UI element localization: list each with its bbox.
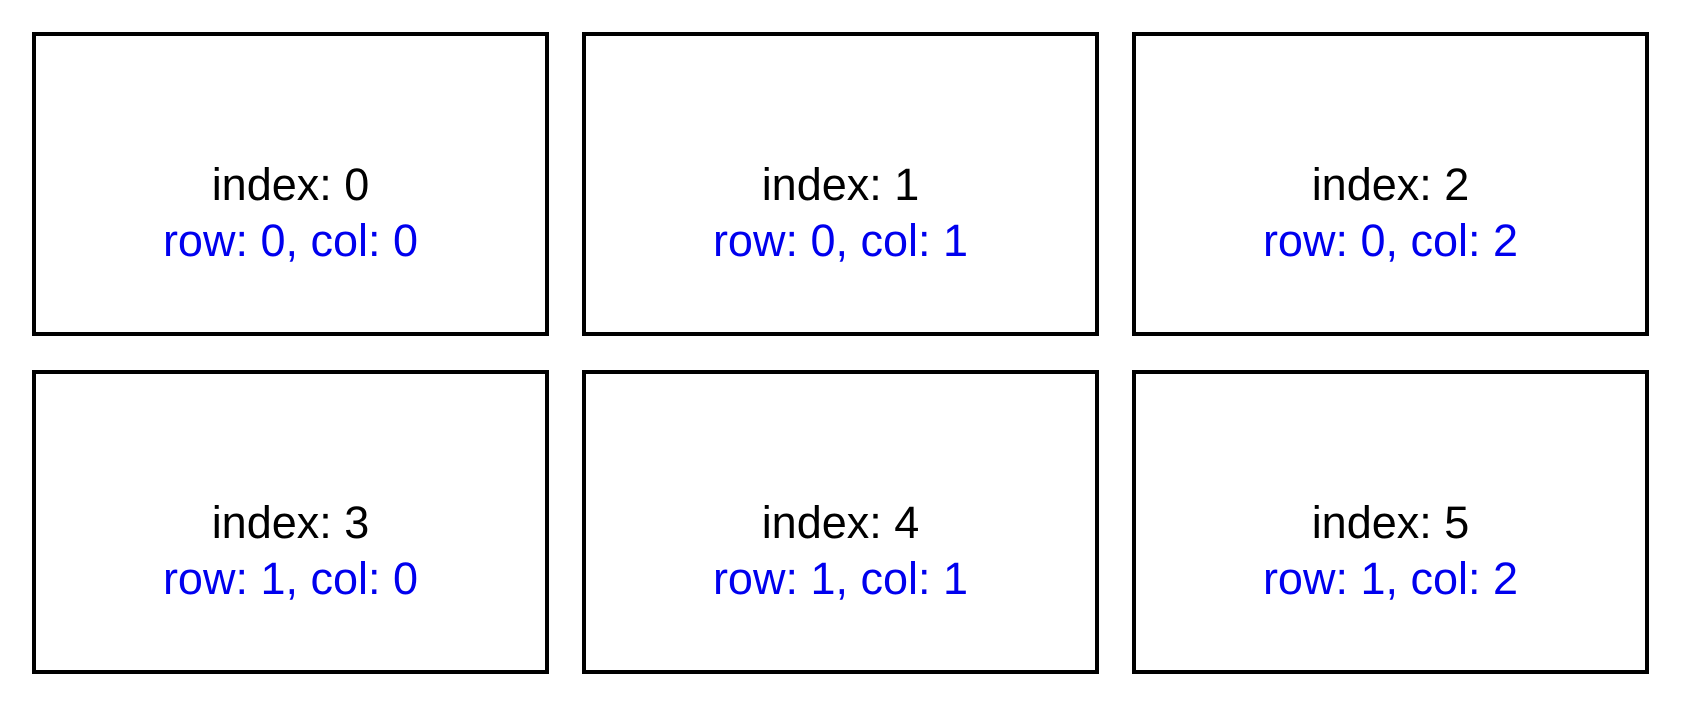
grid-layout: index: 0 row: 0, col: 0 index: 1 row: 0,… xyxy=(32,32,1649,674)
cell-index-label: index: 0 xyxy=(211,159,370,210)
grid-cell-3: index: 3 row: 1, col: 0 xyxy=(32,370,549,674)
cell-coord-label: row: 1, col: 1 xyxy=(712,553,969,604)
grid-cell-1: index: 1 row: 0, col: 1 xyxy=(582,32,1099,336)
cell-index-label: index: 4 xyxy=(761,497,920,548)
cell-coord-label: row: 1, col: 0 xyxy=(162,553,419,604)
cell-index-label: index: 5 xyxy=(1311,497,1470,548)
cell-index-label: index: 1 xyxy=(761,159,920,210)
cell-coord-label: row: 1, col: 2 xyxy=(1262,553,1519,604)
grid-cell-0: index: 0 row: 0, col: 0 xyxy=(32,32,549,336)
cell-coord-label: row: 0, col: 2 xyxy=(1262,215,1519,266)
cell-coord-label: row: 0, col: 1 xyxy=(712,215,969,266)
grid-cell-5: index: 5 row: 1, col: 2 xyxy=(1132,370,1649,674)
grid-cell-4: index: 4 row: 1, col: 1 xyxy=(582,370,1099,674)
cell-index-label: index: 2 xyxy=(1311,159,1470,210)
cell-coord-label: row: 0, col: 0 xyxy=(162,215,419,266)
cell-index-label: index: 3 xyxy=(211,497,370,548)
grid-cell-2: index: 2 row: 0, col: 2 xyxy=(1132,32,1649,336)
